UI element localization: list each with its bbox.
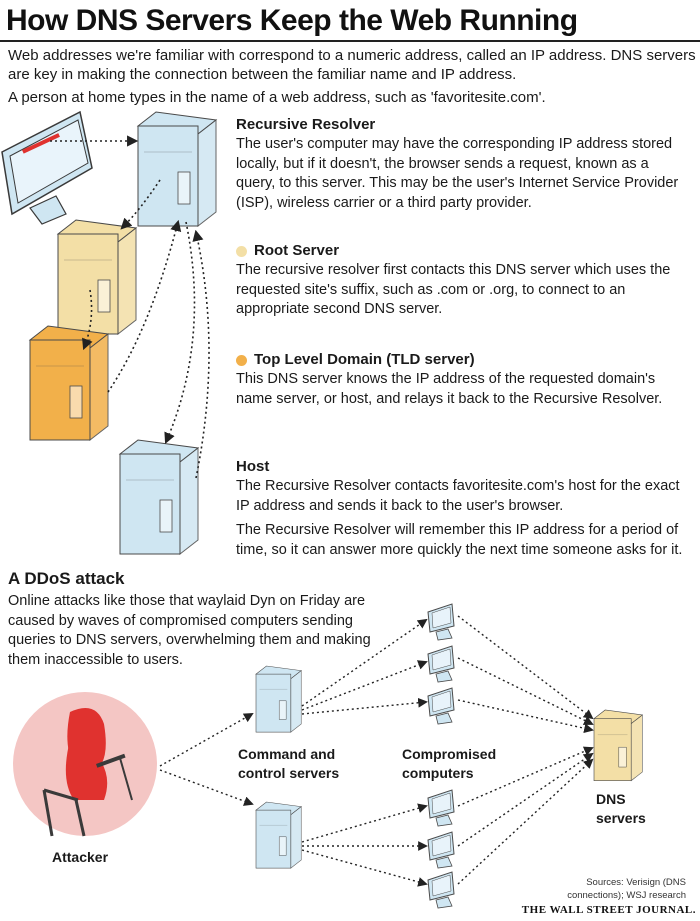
title-rule — [0, 40, 700, 42]
tld-dot-icon — [236, 354, 247, 366]
attacker-icon — [13, 692, 157, 837]
step-body-2: The Recursive Resolver will remember thi… — [236, 522, 683, 558]
step-body: The user's computer may have the corresp… — [236, 136, 679, 211]
recursive-resolver-server-icon — [137, 111, 217, 227]
attacker-label: Attacker — [52, 849, 109, 865]
compromised-computer-icon — [427, 603, 455, 641]
ddos-title: A DDoS attack — [8, 569, 125, 588]
step-title: Recursive Resolver — [236, 116, 376, 133]
compromised-computer-icon — [427, 871, 455, 909]
tld-server-icon — [29, 325, 109, 441]
sources-note: Sources: Verisign (DNS connections); WSJ… — [567, 877, 686, 901]
intro-text-2: A person at home types in the name of a … — [8, 89, 546, 106]
publisher-logo: THE WALL STREET JOURNAL. — [521, 904, 696, 916]
compromised-computers-label: Compromised computers — [402, 746, 497, 781]
step-tld-server: Top Level Domain (TLD server) This DNS s… — [236, 350, 676, 409]
step-body: The recursive resolver first contacts th… — [236, 262, 671, 317]
dns-target-server-icon — [593, 709, 643, 781]
user-computer-icon — [1, 110, 93, 225]
root-dot-icon — [236, 245, 247, 257]
compromised-computer-icon — [427, 687, 455, 725]
step-root-server: Root Server The recursive resolver first… — [236, 241, 676, 320]
step-body: The Recursive Resolver contacts favorite… — [236, 478, 680, 514]
ddos-body: Online attacks like those that waylaid D… — [8, 593, 371, 668]
step-recursive-resolver: Recursive Resolver The user's computer m… — [236, 115, 691, 213]
compromised-computer-icon — [427, 645, 455, 683]
step-title: Root Server — [254, 242, 340, 259]
step-host: Host The Recursive Resolver contacts fav… — [236, 457, 691, 560]
host-server-icon — [119, 439, 199, 555]
intro-text: Web addresses we're familiar with corres… — [8, 47, 696, 83]
dns-servers-label: DNS servers — [596, 791, 646, 826]
page-title: How DNS Servers Keep the Web Running — [6, 4, 578, 37]
ddos-arrows — [159, 615, 594, 887]
root-server-icon — [57, 219, 137, 335]
dns-flow-arrows — [50, 135, 210, 479]
compromised-computer-icon — [427, 789, 455, 827]
compromised-computer-icon — [427, 831, 455, 869]
command-server-icon — [255, 665, 302, 733]
step-title: Host — [236, 458, 270, 475]
step-body: This DNS server knows the IP address of … — [236, 371, 663, 407]
command-server-icon — [255, 801, 302, 869]
step-title: Top Level Domain (TLD server) — [254, 351, 475, 368]
command-servers-label: Command and control servers — [238, 746, 340, 781]
